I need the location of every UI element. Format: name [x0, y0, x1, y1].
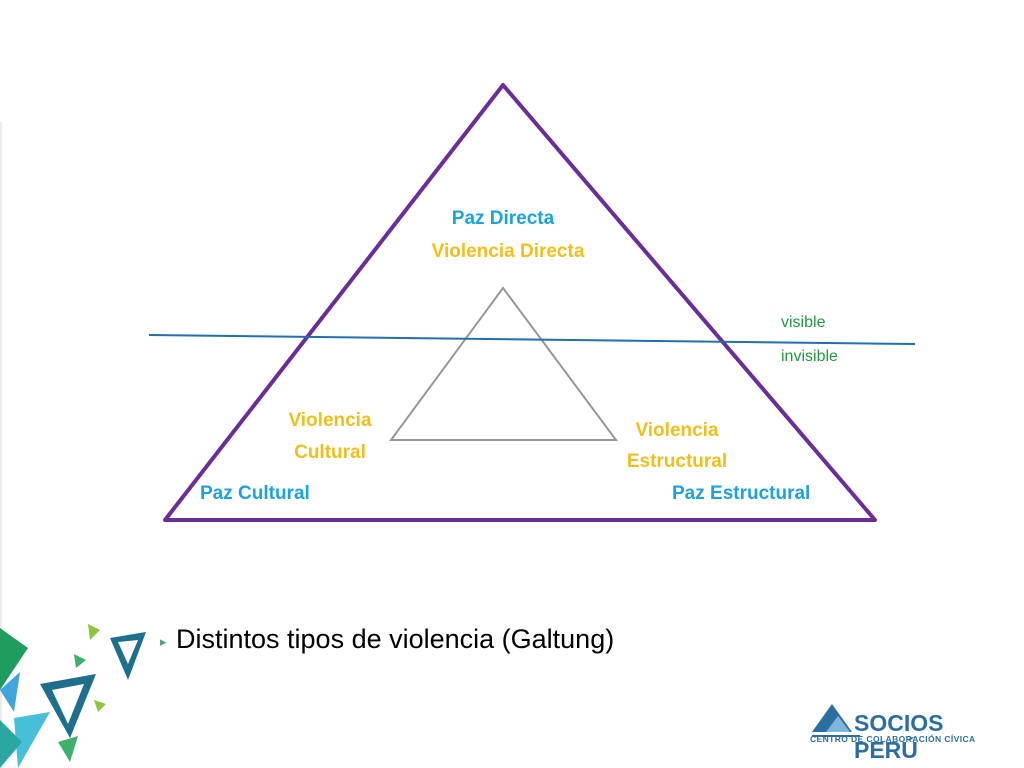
label-invisible: invisible — [781, 348, 838, 365]
label-violencia-directa: Violencia Directa — [431, 241, 585, 262]
socios-peru-logo: SOCIOS PERÚ CENTRO DE COLABORACIÓN CÍVIC… — [808, 700, 998, 763]
slide-caption: Distintos tipos de violencia (Galtung) — [176, 624, 615, 654]
label-paz-directa: Paz Directa — [451, 208, 555, 229]
decorative-triangles-icon — [0, 624, 146, 768]
label-violencia-cultural-line2: Cultural — [294, 442, 366, 463]
logo-mountain-icon — [812, 704, 860, 737]
label-paz-cultural: Paz Cultural — [200, 483, 310, 504]
label-violencia-estructural-line1: Violencia — [635, 420, 719, 441]
visibility-divider-line — [148, 334, 916, 345]
logo-subtitle: CENTRO DE COLABORACIÓN CÍVICA — [810, 734, 976, 744]
caption-bullet-icon: ▸ — [160, 634, 167, 649]
logo-name: SOCIOS PERÚ — [854, 710, 944, 763]
label-paz-estructural: Paz Estructural — [672, 483, 811, 504]
outer-triangle — [163, 83, 877, 522]
slide-left-edge — [0, 122, 2, 768]
label-violencia-cultural-line1: Violencia — [288, 410, 372, 431]
label-violencia-estructural-line2: Estructural — [626, 451, 728, 472]
label-visible: visible — [781, 314, 826, 331]
inner-triangle — [389, 286, 618, 441]
